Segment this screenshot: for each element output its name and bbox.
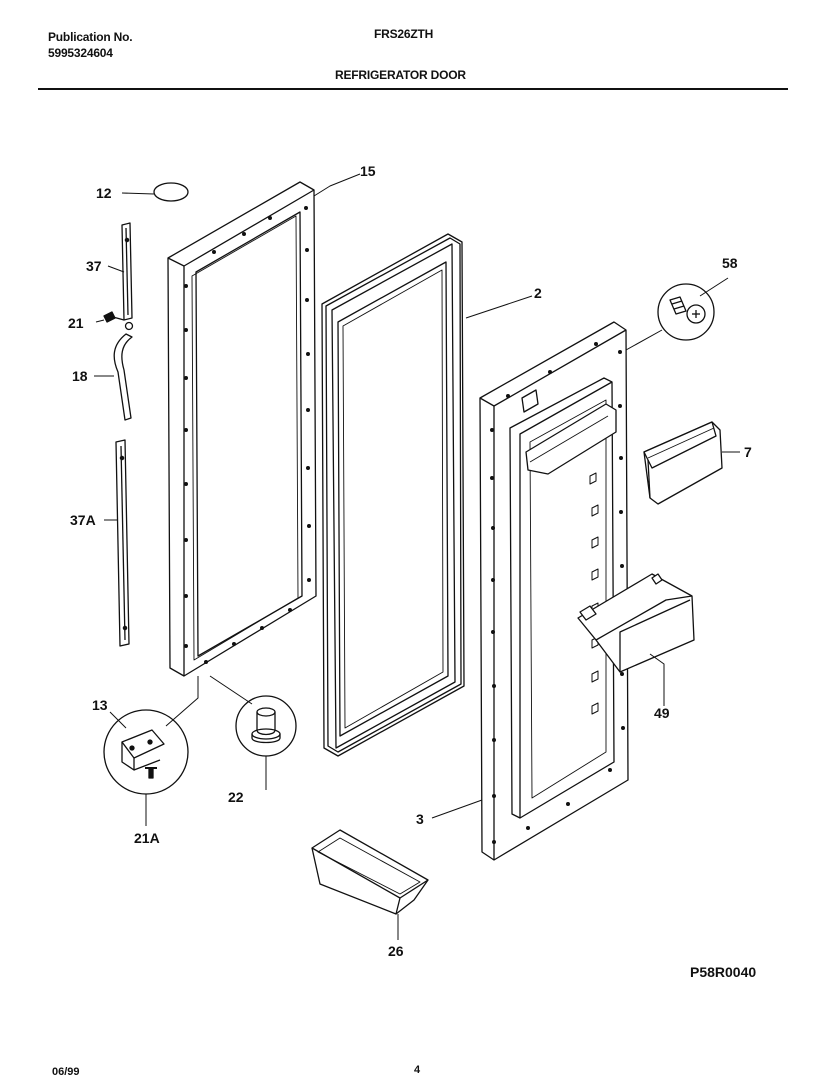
part-26-tray (311, 829, 429, 915)
part-7-dairy-door (643, 421, 723, 505)
part-18-bracket (113, 333, 133, 421)
part-37a-strip (115, 439, 130, 647)
part-15-door-frame (167, 181, 317, 677)
callout-58: 58 (722, 255, 738, 271)
header-rule (38, 88, 788, 90)
callout-15: 15 (360, 163, 376, 179)
callout-22: 22 (228, 789, 244, 805)
callout-21a: 21A (134, 830, 160, 846)
part-12-plug (153, 182, 189, 202)
part-49-door-bin (577, 573, 695, 673)
part-37-strip (121, 222, 133, 321)
callout-2: 2 (534, 285, 542, 301)
callout-37: 37 (86, 258, 102, 274)
part-21-screw (103, 311, 134, 331)
callout-18: 18 (72, 368, 88, 384)
leader-lines (94, 173, 740, 940)
callout-26: 26 (388, 943, 404, 959)
part-3-door-liner (479, 321, 629, 861)
callout-3: 3 (416, 811, 424, 827)
footer-date: 06/99 (52, 1066, 80, 1078)
callout-21: 21 (68, 315, 84, 331)
callout-12: 12 (96, 185, 112, 201)
callout-13: 13 (92, 697, 108, 713)
callout-37a: 37A (70, 512, 96, 528)
drawing-code: P58R0040 (690, 964, 757, 980)
publication-label: Publication No. (48, 30, 133, 44)
page-number: 4 (414, 1064, 421, 1076)
callout-7: 7 (744, 444, 752, 460)
model-number: FRS26ZTH (374, 27, 434, 41)
part-13-hinge-detail (103, 709, 189, 795)
part-2-gasket (321, 233, 465, 757)
callout-49: 49 (654, 705, 670, 721)
part-58-screw (657, 283, 715, 341)
section-title: REFRIGERATOR DOOR (335, 68, 466, 82)
publication-number: 5995324604 (48, 46, 113, 60)
part-22-bushing-detail (235, 695, 297, 757)
